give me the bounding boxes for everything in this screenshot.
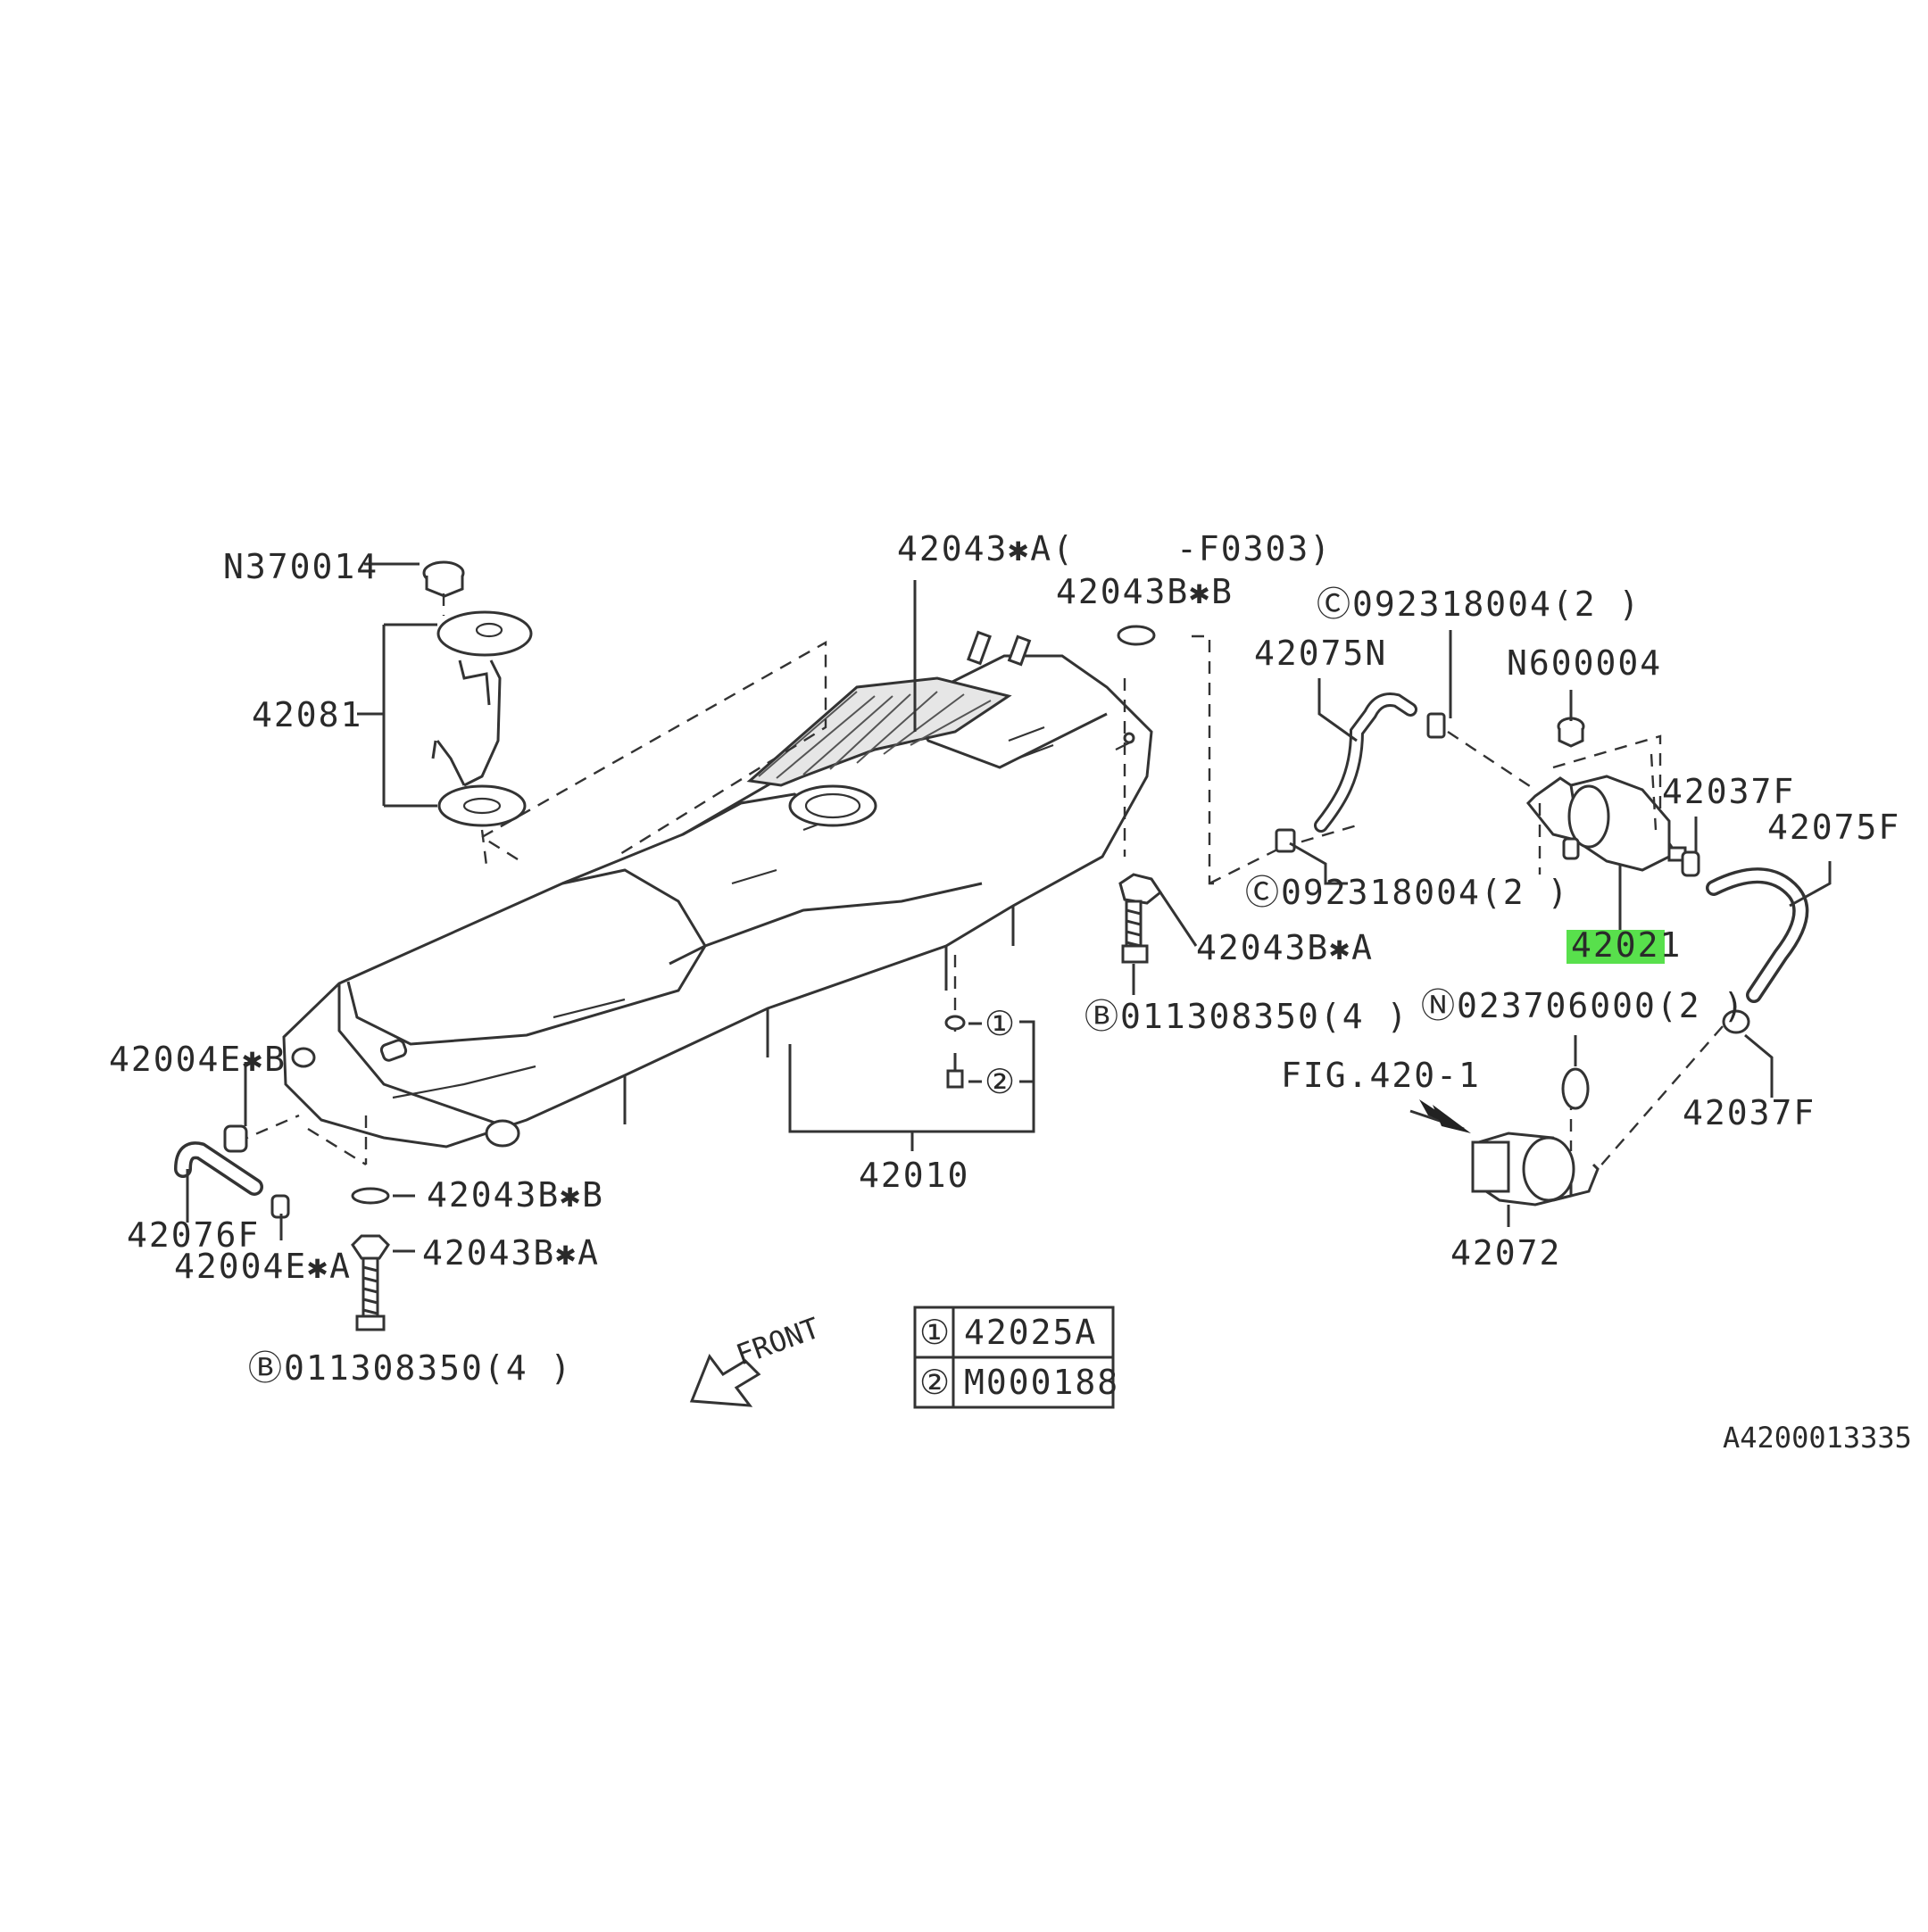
label-n023706000: Ⓝ023706000(2 ): [1421, 986, 1745, 1025]
label-c092318004-top: Ⓒ092318004(2 ): [1317, 585, 1641, 624]
label-42043bb-top: 42043B✱B: [1056, 572, 1234, 611]
front-parts: [174, 1062, 415, 1331]
label-42075f: 42075F: [1767, 808, 1900, 847]
hose-42075f: [1706, 861, 1832, 1003]
label-42043ba-low: 42043B✱A: [422, 1233, 600, 1273]
label-42081: 42081: [252, 695, 362, 734]
legend-num-2: ②: [919, 1363, 952, 1402]
label-42043bb-low: 42043B✱B: [427, 1175, 604, 1215]
label-42043a: 42043✱A(: [897, 529, 1075, 568]
callout-2: ②: [985, 1062, 1017, 1101]
label-42076f: 42076F: [127, 1215, 260, 1255]
label-42043a-range: -F0303): [1176, 529, 1332, 568]
label-42072: 42072: [1450, 1233, 1561, 1273]
label-fig420: FIG.420-1: [1281, 1056, 1481, 1095]
mid-bolt: [788, 580, 1198, 1151]
legend-num-1: ①: [919, 1313, 952, 1352]
label-42021: 42021: [1571, 925, 1682, 965]
label-42075n: 42075N: [1254, 634, 1387, 673]
front-label: FRONT: [732, 1311, 825, 1372]
diagram-id: A4200013335: [1723, 1421, 1912, 1455]
legend-code-1: 42025A: [964, 1313, 1097, 1352]
gauge-unit: [357, 560, 533, 866]
highlight-42021: [1566, 930, 1665, 964]
fuel-pump-42021: [1525, 690, 1700, 933]
legend-table: ① 42025A ② M000188: [913, 1306, 1119, 1409]
label-n370014: N370014: [223, 547, 378, 586]
valve-42072: [1409, 1009, 1774, 1227]
label-42010: 42010: [859, 1156, 969, 1195]
label-42004ea: 42004E✱A: [174, 1247, 352, 1286]
fuel-tank: [282, 630, 1153, 1148]
label-n600004: N600004: [1507, 643, 1662, 683]
part-labels: N370014 42081 42043✱A( -F0303) 42043B✱B …: [109, 529, 1912, 1455]
front-arrow: FRONT: [689, 1311, 825, 1407]
label-42037f-bot: 42037F: [1683, 1093, 1816, 1132]
hose-42075n: [1275, 630, 1452, 885]
label-b011308350-mid: Ⓑ011308350(4 ): [1084, 997, 1409, 1036]
callout-1: ①: [985, 1004, 1017, 1043]
label-42004eb: 42004E✱B: [109, 1040, 287, 1079]
label-42043ba-mid: 42043B✱A: [1196, 928, 1374, 967]
legend-code-2: M000188: [964, 1363, 1119, 1402]
label-c092318004-mid: Ⓒ092318004(2 ): [1245, 873, 1569, 912]
label-b011308350-low: Ⓑ011308350(4 ): [248, 1348, 572, 1388]
label-42037f-top: 42037F: [1662, 772, 1795, 811]
